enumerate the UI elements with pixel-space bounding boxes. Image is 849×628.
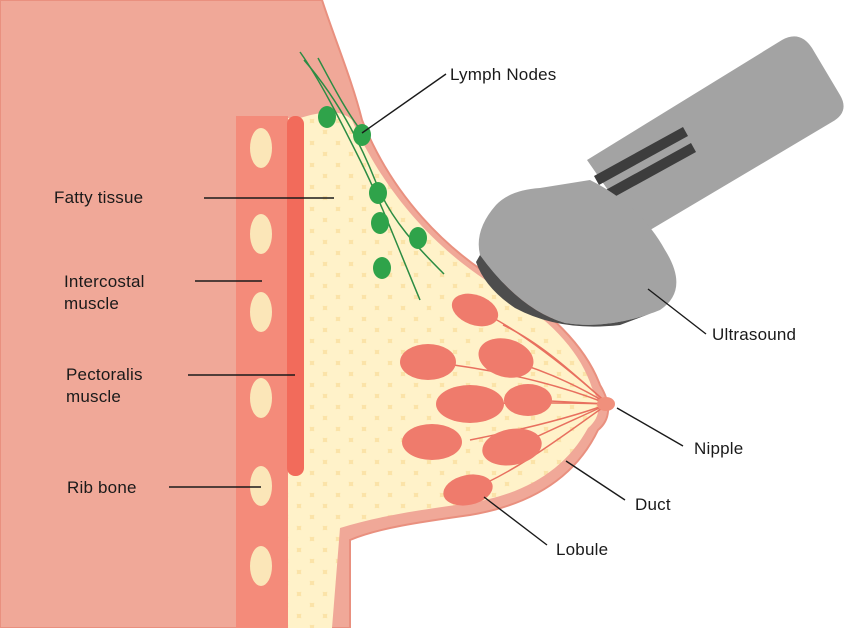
rib-3 xyxy=(250,292,272,332)
leader-lymph-nodes xyxy=(362,74,446,133)
lymph-node-3 xyxy=(369,182,387,204)
leader-duct xyxy=(566,461,625,500)
label-rib-bone: Rib bone xyxy=(67,477,137,498)
lymph-node-6 xyxy=(373,257,391,279)
label-nipple: Nipple xyxy=(694,438,743,459)
label-lobule: Lobule xyxy=(556,539,608,560)
label-pectoralis-line1: Pectoralis xyxy=(66,364,143,385)
label-duct: Duct xyxy=(635,494,671,515)
label-fatty-tissue: Fatty tissue xyxy=(54,187,143,208)
rib-2 xyxy=(250,214,272,254)
label-pectoralis-line2: muscle xyxy=(66,386,121,407)
pectoralis-muscle xyxy=(287,116,304,476)
lobule-3 xyxy=(400,344,456,380)
rib-5 xyxy=(250,466,272,506)
lymph-node-5 xyxy=(409,227,427,249)
rib-4 xyxy=(250,378,272,418)
lobule-4 xyxy=(436,385,504,423)
lobule-5 xyxy=(504,384,552,416)
rib-1 xyxy=(250,128,272,168)
rib-6 xyxy=(250,546,272,586)
lymph-node-1 xyxy=(318,106,336,128)
lobule-6 xyxy=(402,424,462,460)
label-lymph-nodes: Lymph Nodes xyxy=(450,64,556,85)
leader-nipple xyxy=(617,408,683,446)
lymph-node-2 xyxy=(353,124,371,146)
lymph-node-4 xyxy=(371,212,389,234)
leader-ultrasound xyxy=(648,289,706,334)
nipple-shape xyxy=(597,397,615,411)
label-ultrasound: Ultrasound xyxy=(712,324,796,345)
label-intercostal-line1: Intercostal xyxy=(64,271,145,292)
label-intercostal-line2: muscle xyxy=(64,293,119,314)
leader-lobule xyxy=(484,497,547,545)
